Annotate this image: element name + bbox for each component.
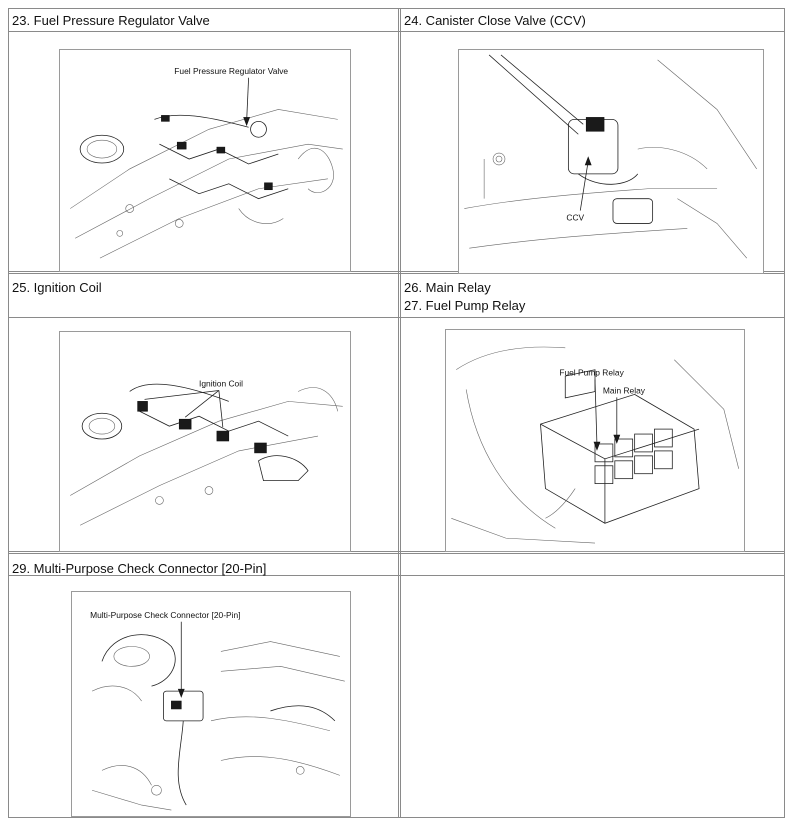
row-divider: [9, 575, 784, 576]
leader-arrow: [177, 688, 185, 698]
leader-line: [184, 390, 220, 418]
cell-header-main-relay: 26. Main Relay: [404, 280, 491, 295]
row-divider: [9, 31, 784, 32]
leader-line: [594, 379, 598, 446]
component-location-table: 23. Fuel Pressure Regulator Valve: [8, 8, 785, 818]
cell-header-ignition-coil: 25. Ignition Coil: [12, 280, 102, 295]
leader-line: [579, 160, 589, 211]
cell-header-fuel-pump-relay: 27. Fuel Pump Relay: [404, 298, 526, 313]
leader-arrow: [593, 441, 601, 451]
fuel-pressure-regulator-valve-figure: Fuel Pressure Regulator Valve: [59, 49, 351, 272]
multi-purpose-check-connector-figure: Multi-Purpose Check Connector [20-Pin]: [71, 591, 351, 817]
callout-fuel-pressure-regulator-valve: Fuel Pressure Regulator Valve: [174, 66, 288, 76]
cell-header-fuel-pressure-regulator-valve: 23. Fuel Pressure Regulator Valve: [12, 13, 210, 28]
leader-line: [144, 390, 219, 400]
engine-line-art: [70, 109, 343, 259]
callout-ignition-coil: Ignition Coil: [199, 379, 243, 389]
row-divider: [9, 551, 784, 554]
leader-line: [218, 390, 224, 428]
canister-close-valve-figure: CCV: [458, 49, 764, 274]
leader-line: [246, 77, 250, 122]
valve-line-art: [464, 54, 757, 259]
column-divider: [398, 9, 401, 817]
relay-box-figure: Fuel Pump Relay Main Relay: [445, 329, 745, 552]
connector-line-art: [91, 634, 345, 811]
row-divider: [9, 271, 784, 274]
cell-header-multi-purpose-check-connector: 29. Multi-Purpose Check Connector [20-Pi…: [12, 561, 267, 576]
cell-header-canister-close-valve: 24. Canister Close Valve (CCV): [404, 13, 586, 28]
callout-ccv: CCV: [566, 212, 584, 222]
ignition-coil-figure: Ignition Coil: [59, 331, 351, 552]
leader-arrow: [584, 156, 592, 166]
engine-line-art: [70, 383, 343, 526]
empty-cell: [401, 576, 785, 816]
callout-fuel-pump-relay: Fuel Pump Relay: [559, 368, 624, 378]
row-divider: [9, 317, 784, 318]
leader-arrow: [613, 434, 621, 444]
empty-cell: [401, 554, 785, 574]
callout-main-relay: Main Relay: [603, 385, 646, 395]
callout-multi-purpose-check-connector: Multi-Purpose Check Connector [20-Pin]: [90, 610, 240, 620]
leader-arrow: [243, 117, 251, 127]
